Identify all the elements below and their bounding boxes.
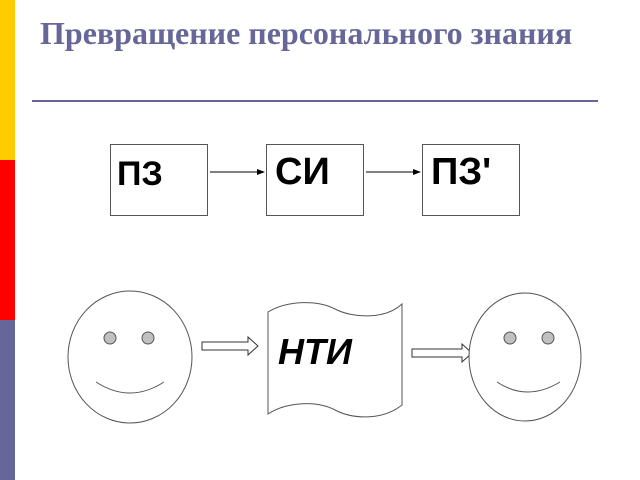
document-shape	[267, 302, 403, 418]
left-eye	[503, 331, 517, 345]
box-personal-knowledge: ПЗ	[110, 144, 208, 216]
smile	[95, 381, 165, 394]
accent-bar-yellow	[0, 0, 15, 160]
box-label: ПЗ'	[431, 151, 492, 193]
right-eye	[141, 331, 155, 345]
document-label: НТИ	[278, 331, 352, 372]
face-outline	[468, 292, 582, 422]
box-personal-knowledge-prime: ПЗ'	[422, 144, 520, 216]
title-underline	[32, 100, 598, 102]
accent-bar-blue	[0, 320, 15, 480]
accent-bar-red	[0, 160, 15, 320]
slide-title: Превращение персонального знания	[40, 15, 573, 51]
smile	[496, 381, 561, 393]
left-eye	[103, 331, 117, 345]
face-outline	[67, 290, 193, 424]
box-label: ПЗ	[117, 155, 163, 193]
hollow-arrow-right	[411, 342, 473, 364]
box-label: СИ	[275, 151, 330, 193]
smiley-face-right	[468, 292, 582, 422]
right-eye	[541, 331, 555, 345]
box-si: СИ	[266, 144, 364, 216]
smiley-face-left	[67, 290, 193, 424]
hollow-arrow-left	[201, 335, 259, 357]
